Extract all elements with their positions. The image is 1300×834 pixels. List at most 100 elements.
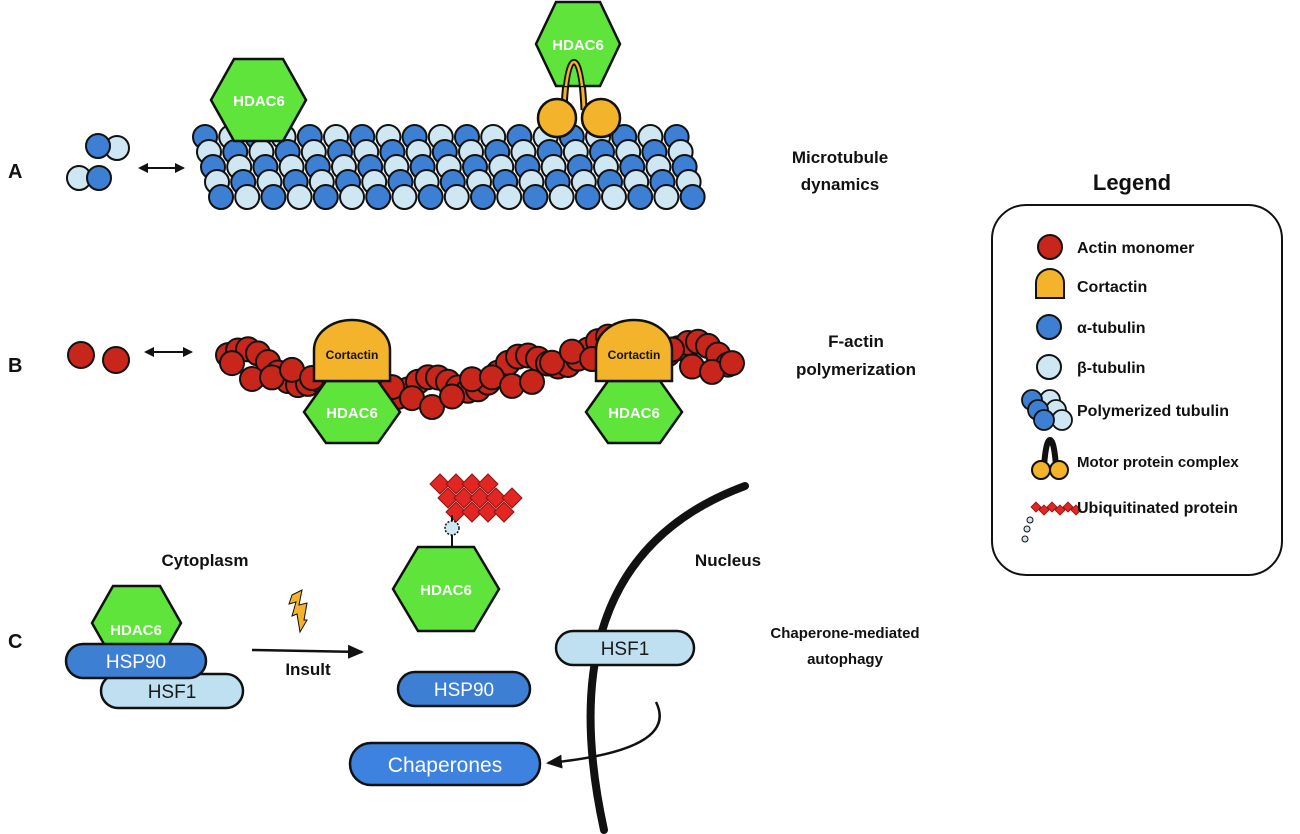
legend-label-actin: Actin monomer	[1077, 240, 1194, 257]
tubulin-subunit	[417, 184, 444, 210]
insult-arrow-group: Insult	[251, 589, 364, 679]
ubiquitin-diamond	[477, 501, 499, 523]
cortactin-right-label: Cortactin	[608, 348, 661, 362]
tubulin-subunit	[627, 184, 654, 210]
hdac6-shape	[209, 57, 308, 143]
tubulin-subunit	[260, 184, 287, 210]
ubiquitin-diamond	[445, 473, 467, 495]
ubiquitin-diamond	[437, 487, 459, 509]
cortactin-left-label: Cortactin	[326, 348, 379, 362]
free-actin-monomer-1	[67, 341, 95, 369]
panel-b-letter: B	[8, 355, 22, 377]
actin-subunit	[419, 394, 445, 421]
panel-b-label-line1: F-actin	[828, 332, 884, 351]
chaperones-pill	[348, 741, 542, 787]
tubulin-subunit	[339, 184, 365, 210]
tubulin-subunit	[496, 184, 523, 210]
legend-title: Legend	[1093, 170, 1171, 195]
tubulin-subunit	[470, 184, 496, 210]
motor-protein-complex: HDAC6	[534, 0, 622, 139]
hsp90-pill-cytoplasm	[64, 642, 208, 680]
legend-label-beta: β-tubulin	[1077, 360, 1145, 377]
panel-b: B HDAC6 Cortactin HDAC6 Cortactin F-acti…	[8, 318, 916, 445]
motor-protein-icon	[1031, 436, 1069, 480]
hdac6-microtubule: HDAC6	[209, 57, 308, 143]
beta-tubulin-icon	[1036, 354, 1062, 380]
cortactin-icon	[1035, 268, 1065, 299]
lightning-icon	[288, 589, 308, 634]
legend: Legend Actin monomer Cortactin α-tubulin…	[991, 170, 1283, 576]
tubulin-subunit	[679, 184, 706, 210]
insult-arrow	[251, 644, 364, 659]
tubulin-subunit	[574, 184, 601, 210]
legend-ubiquitin-diamond	[1046, 501, 1058, 513]
motor-stalk-over-inner	[564, 60, 584, 87]
hsp90-released-label: HSP90	[434, 680, 494, 701]
tubulin-subunit	[286, 184, 313, 210]
tubulin-subunit	[653, 184, 680, 210]
tubulin-subunit	[391, 184, 418, 210]
hdac6-motor-label: HDAC6	[552, 37, 604, 54]
panel-a-label-line1: Microtubule	[792, 148, 888, 167]
panel-c-label-line1: Chaperone-mediated	[770, 625, 919, 642]
hdac6-released-shape	[391, 545, 501, 633]
actin-subunit	[719, 350, 745, 377]
insult-label: Insult	[285, 660, 331, 679]
hsf1-pill-nucleus	[554, 629, 696, 667]
polymerized-tubulin-icon	[1021, 389, 1073, 431]
motor-head-left	[536, 97, 578, 139]
legend-label-poly: Polymerized tubulin	[1077, 403, 1229, 420]
panel-c-letter: C	[8, 631, 22, 653]
panel-a-label-line2: dynamics	[801, 175, 879, 194]
legend-ubiquitin-diamond	[1070, 504, 1082, 516]
hsf1-cytoplasm-label: HSF1	[148, 682, 197, 703]
ubiquitin-diamond	[493, 501, 515, 523]
hsp90-hsf1-hdac6-complex: HSF1 HDAC6 HSP90	[64, 584, 245, 710]
legend-label-cortactin: Cortactin	[1077, 279, 1147, 296]
legend-label-ubiq: Ubiquitinated protein	[1077, 500, 1238, 517]
tubulin-subunit	[208, 184, 234, 210]
legend-ubiquitin-diamond	[1030, 501, 1042, 513]
free-alpha-tubulin-1	[85, 133, 111, 159]
ubiquitin-diamond	[461, 473, 483, 495]
tubulin-subunit	[522, 184, 549, 210]
ubiquitinated-protein-icon	[1021, 501, 1082, 543]
actin-subunit	[539, 349, 565, 376]
tubulin-subunit	[365, 184, 392, 210]
legend-ubiquitin-bead	[1021, 535, 1029, 543]
motor-icon-head-right	[1049, 460, 1069, 480]
legend-ubiquitin-bead	[1026, 516, 1034, 524]
alpha-tubulin-icon	[1036, 314, 1062, 340]
cortactin-left-shape	[312, 318, 392, 383]
hdac6-complex-label: HDAC6	[110, 622, 162, 639]
hdac6-on-motor-shape	[534, 0, 622, 88]
hsf1-nucleus-label: HSF1	[601, 639, 650, 660]
hsp90-cytoplasm-label: HSP90	[106, 652, 166, 673]
ubiquitin-diamond	[485, 487, 507, 509]
cortactin-right-shape	[594, 318, 674, 383]
ubiquitin-chain	[429, 473, 523, 523]
nuclear-membrane	[586, 482, 749, 834]
panel-a-letter: A	[8, 161, 22, 183]
motor-icon-head-left	[1031, 460, 1051, 480]
legend-ubiquitin-diamond	[1038, 504, 1050, 516]
ubiquitin-diamond	[469, 487, 491, 509]
tubulin-subunit	[601, 184, 627, 210]
microtubule-lattice	[192, 124, 706, 210]
hdac6-actin-left-label: HDAC6	[326, 405, 378, 422]
hdac6-ubiquitinated: HDAC6	[391, 473, 523, 633]
chaperones-label: Chaperones	[388, 754, 502, 777]
ubiquitin-diamond	[429, 473, 451, 495]
poly-tub-a3	[1033, 409, 1055, 431]
legend-label-motor: Motor protein complex	[1077, 454, 1239, 471]
cytoplasm-label: Cytoplasm	[162, 551, 249, 570]
cortactin-hdac6-right: HDAC6 Cortactin	[584, 318, 684, 445]
panel-a: A HDAC6 HDAC6 Microtubule dynam	[8, 0, 888, 210]
hsp90-pill-released	[396, 670, 532, 708]
ubiquitin-diamond	[501, 487, 523, 509]
panel-c: C Cytoplasm HSF1 HDAC6 HSP90 Insult HDAC…	[8, 473, 920, 834]
panel-c-label-line2: autophagy	[807, 651, 883, 668]
ubiquitin-bead	[444, 520, 460, 536]
actin-subunit	[439, 383, 465, 410]
